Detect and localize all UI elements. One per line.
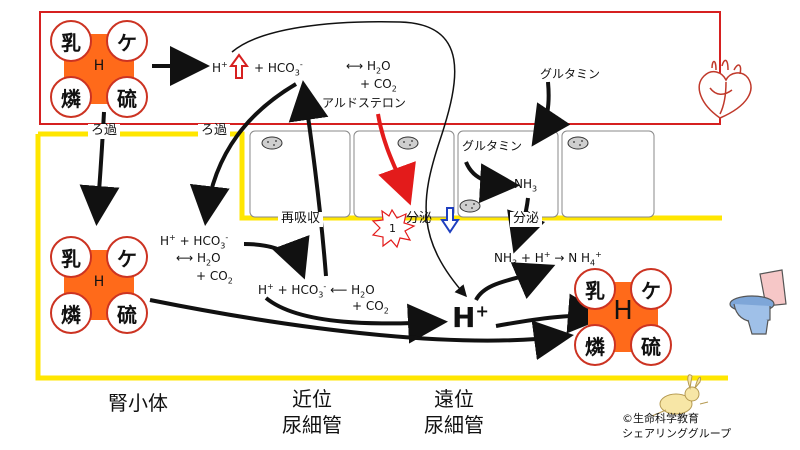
sulfuric-acid-circle: 硫 xyxy=(630,324,672,366)
credit-line1: ©生命科学教育 xyxy=(622,412,699,425)
ketone-acid-circle: ケ xyxy=(106,20,148,62)
secretion-label-2: 分泌 xyxy=(510,211,543,227)
arrow-glutamine-to-nh3 xyxy=(464,161,520,204)
region-distal-tubule: 遠位 尿細管 xyxy=(424,386,484,438)
blood-h2o: ⟷ H2O xyxy=(346,59,391,76)
arrow-h-secretion-thin xyxy=(231,20,467,298)
phosphoric-acid-circle: 燐 xyxy=(50,292,92,334)
lactic-acid-circle: 乳 xyxy=(50,20,92,62)
acid-cluster-blood: 乳 ケ 燐 硫 H xyxy=(44,14,154,124)
proximal-eq-line5: + CO2 xyxy=(352,299,389,316)
arrow-glutamine-down xyxy=(531,81,571,147)
proximal-eq-line4: H+ + HCO3- ⟵ H2O xyxy=(258,282,375,300)
heart-icon xyxy=(698,59,752,119)
region-proximal-tubule: 近位 尿細管 xyxy=(282,386,342,438)
arrow-filtration-down xyxy=(79,111,120,226)
acid-h-label: H xyxy=(93,58,105,74)
region-distal-line2: 尿細管 xyxy=(424,413,484,437)
arrow-hco3-filtration xyxy=(189,82,298,226)
cell-4 xyxy=(561,130,655,218)
nucleus-2 xyxy=(397,136,419,150)
phosphoric-acid-circle: 燐 xyxy=(574,324,616,366)
sulfuric-acid-circle: 硫 xyxy=(106,76,148,118)
cell-nh3-label: NH3 xyxy=(514,177,538,194)
acid-cluster-distal: 乳 ケ 燐 硫 H xyxy=(568,262,678,372)
secretion-label-1: 分泌 xyxy=(406,211,433,226)
arrow-prox-to-lower xyxy=(243,235,310,280)
reabsorption-label: 再吸収 xyxy=(278,211,324,227)
acid-h-label: H xyxy=(93,274,105,290)
credit-line2: シェアリンググループ xyxy=(622,426,732,440)
blood-glutamine-label: グルタミン xyxy=(540,67,601,81)
cell-glutamine-label: グルタミン xyxy=(462,139,523,153)
lactic-acid-circle: 乳 xyxy=(50,236,92,278)
acid-cluster-glomerulus: 乳 ケ 燐 硫 H xyxy=(44,230,154,340)
ketone-acid-circle: ケ xyxy=(630,268,672,310)
blood-hco3: + HCO3- xyxy=(254,60,303,78)
filtration-label-glomerulus: ろ過 xyxy=(88,123,121,139)
cell-nuclei xyxy=(261,136,589,213)
phosphoric-acid-circle: 燐 xyxy=(50,76,92,118)
nucleus-1 xyxy=(261,136,283,150)
arrow-h-to-ammonium xyxy=(474,262,556,302)
nucleus-4 xyxy=(459,199,481,213)
secreted-h-ion: H+ xyxy=(452,301,489,334)
copyright-credit: ©生命科学教育 シェアリンググループ xyxy=(622,412,731,442)
toilet-icon xyxy=(729,269,787,335)
proximal-eq-line3: + CO2 xyxy=(196,269,233,286)
region-distal-line1: 遠位 xyxy=(434,387,474,411)
bunny-mascot-icon xyxy=(651,374,709,417)
blood-h-ion: H+ xyxy=(212,60,228,75)
starburst-icon xyxy=(371,208,416,249)
arrow-aldosterone xyxy=(376,113,416,206)
down-arrow-icon xyxy=(440,207,460,234)
proximal-eq-line1: H+ + HCO3- xyxy=(160,233,229,251)
region-glomerulus: 腎小体 xyxy=(108,390,168,416)
arrow-glom-to-distal-acid xyxy=(149,298,574,361)
starburst-number: 1 xyxy=(389,222,396,235)
aldosterone-label: アルドステロン xyxy=(322,96,406,110)
acid-h-label: H xyxy=(613,296,633,326)
ammonium-equation: NH3 + H+ → N H4+ xyxy=(494,250,602,268)
proximal-eq-line2: ⟷ H2O xyxy=(176,251,221,268)
region-glomerulus-label: 腎小体 xyxy=(108,391,168,415)
lactic-acid-circle: 乳 xyxy=(574,268,616,310)
epithelial-cells xyxy=(249,130,655,218)
arrow-reabsorb-up xyxy=(288,80,329,277)
filtration-label-proximal: ろ過 xyxy=(198,123,231,139)
ketone-acid-circle: ケ xyxy=(106,236,148,278)
sulfuric-acid-circle: 硫 xyxy=(106,292,148,334)
up-arrow-icon xyxy=(229,53,249,79)
tubule-wall-upper xyxy=(38,131,722,221)
nucleus-3 xyxy=(567,136,589,150)
arrow-h-to-big-h xyxy=(264,296,448,344)
region-proximal-line2: 尿細管 xyxy=(282,413,342,437)
region-proximal-line1: 近位 xyxy=(292,387,332,411)
tubule-wall-lower xyxy=(35,134,728,381)
blood-co2: + CO2 xyxy=(360,77,397,94)
